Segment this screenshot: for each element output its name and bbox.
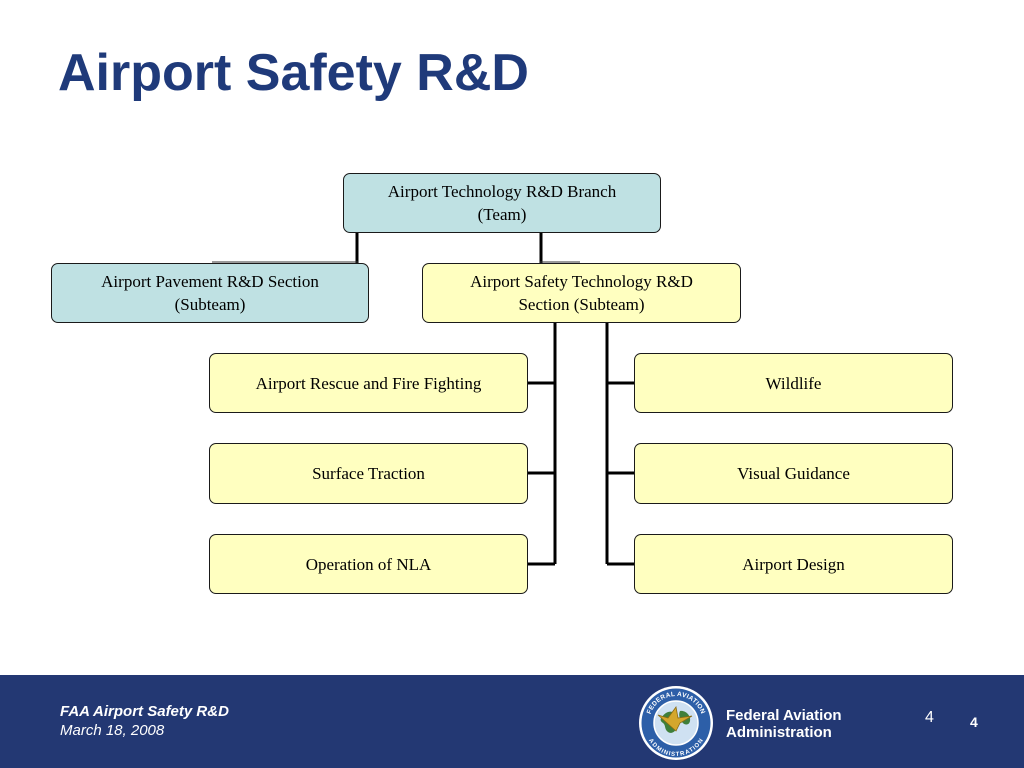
footer-bar: FAA Airport Safety R&D March 18, 2008 FE… bbox=[0, 675, 1024, 768]
branch-line1: Airport Technology R&D Branch bbox=[387, 182, 617, 201]
unit-label: Surface Traction bbox=[312, 464, 425, 483]
unit-box-airport-design: Airport Design bbox=[634, 534, 953, 594]
unit-label: Wildlife bbox=[765, 373, 822, 393]
unit-label: Operation of NLA bbox=[305, 554, 432, 574]
slide-number: 4 bbox=[925, 709, 934, 726]
pavement-section-box: Airport Pavement R&D Section (Subteam) bbox=[51, 263, 369, 323]
safety-tech-section-line1: Airport Safety Technology R&D bbox=[470, 272, 693, 291]
page-number: 4 bbox=[970, 714, 978, 730]
faa-seal-logo: FEDERAL AVIATION ADMINISTRATION bbox=[639, 686, 713, 760]
safety-tech-section-line2: Section (Subteam) bbox=[518, 295, 645, 314]
unit-box-wildlife: Wildlife bbox=[634, 353, 953, 413]
branch-line2: (Team) bbox=[477, 205, 527, 224]
footer-title: FAA Airport Safety R&D bbox=[60, 703, 229, 720]
unit-label: Visual Guidance bbox=[737, 464, 850, 483]
pavement-section-line2: (Subteam) bbox=[174, 295, 246, 314]
unit-box-arff: Airport Rescue and Fire Fighting bbox=[209, 353, 528, 413]
branch-box: Airport Technology R&D Branch (Team) bbox=[343, 173, 661, 233]
unit-box-operation-of-nla: Operation of NLA bbox=[209, 534, 528, 594]
unit-label: Airport Design bbox=[742, 554, 845, 574]
unit-box-visual-guidance: Visual Guidance bbox=[634, 443, 953, 504]
agency-name-line1: Federal Aviation bbox=[726, 707, 842, 724]
agency-name-line2: Administration bbox=[726, 724, 832, 741]
safety-tech-section-box: Airport Safety Technology R&D Section (S… bbox=[422, 263, 741, 323]
slide-title: Airport Safety R&D bbox=[58, 44, 529, 102]
unit-label: Airport Rescue and Fire Fighting bbox=[255, 373, 482, 393]
pavement-section-line1: Airport Pavement R&D Section bbox=[101, 272, 319, 291]
footer-date: March 18, 2008 bbox=[60, 722, 165, 739]
agency-name: Federal Aviation Administration bbox=[726, 707, 842, 741]
unit-box-surface-traction: Surface Traction bbox=[209, 443, 528, 504]
